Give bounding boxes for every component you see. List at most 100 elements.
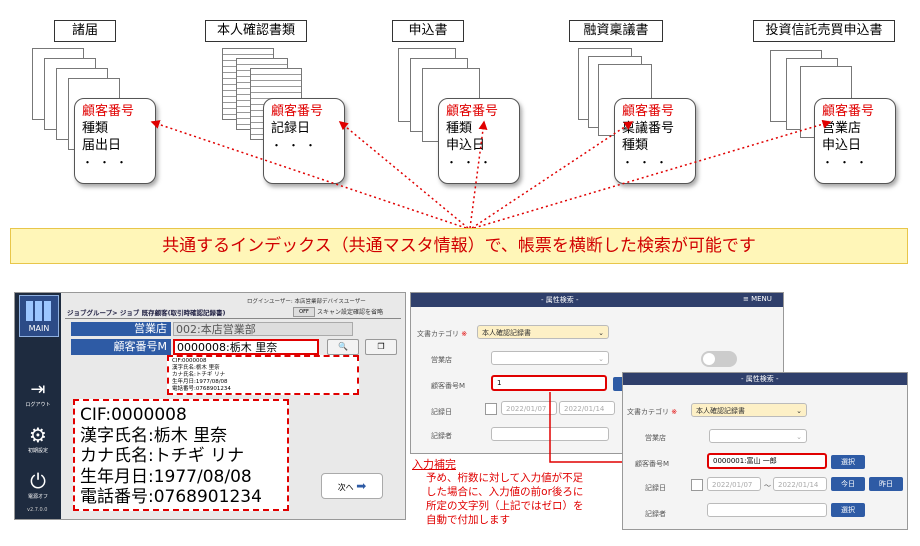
branch-label: 営業店	[431, 356, 452, 364]
search-panel-1: - 属性検索 - ≡ MENU 文書カテゴリ ※ 本人確認記録書⌄ 営業店 ⌄ …	[410, 292, 784, 454]
index-card-5: 顧客番号 営業店 申込日 ・・・	[814, 98, 896, 184]
card-line: 稟議番号	[622, 121, 675, 136]
card-line: 申込日	[822, 138, 862, 153]
recorder-select-button[interactable]: 選択	[831, 503, 865, 517]
version-text: v2.7.0.0	[27, 507, 48, 513]
app-screen: MAIN ⇥ ログアウト ⚙ 初期設定 ⏻ 電源オフ v2.7.0.0 ログイン…	[14, 292, 406, 520]
logout-button[interactable]: ⇥ ログアウト	[21, 379, 55, 415]
record-date-label: 記録日	[431, 408, 452, 416]
big-line: 生年月日:1977/08/08	[80, 466, 252, 487]
today-button[interactable]: 今日	[831, 477, 865, 491]
yesterday-button[interactable]: 昨日	[869, 477, 903, 491]
grid-icon	[26, 301, 52, 321]
date-to-input[interactable]: 2022/01/14	[773, 477, 827, 491]
record-date-checkbox[interactable]	[485, 403, 497, 415]
date-from-input[interactable]: 2022/01/07	[501, 401, 557, 415]
card-line: ・・・	[622, 156, 673, 169]
main-menu-button[interactable]: MAIN	[19, 295, 59, 337]
chevron-down-icon: ⌄	[796, 407, 802, 415]
mini-detail-box: CIF:0000008 漢字氏名:栃木 里奈 カナ氏名:トチギ リナ 生年月日:…	[167, 355, 359, 395]
note-body: 予め、桁数に対して入力値が不足 した場合に、入力値の前or後ろに 所定の文字列（…	[426, 471, 584, 527]
tilde-separator: 〜	[764, 482, 771, 490]
card-line: ・・・	[82, 156, 133, 169]
mini-line: 生年月日:1977/08/08	[172, 379, 228, 385]
branch-select[interactable]: ⌄	[491, 351, 609, 365]
next-button[interactable]: 次へ ➡	[321, 473, 383, 499]
login-user-text: ログインユーザー: 本店営業部デバイスユーザー	[247, 299, 366, 305]
card-line: 種類	[446, 121, 473, 136]
doc-category-label: 文書カテゴリ ※	[627, 408, 678, 416]
select-button[interactable]: 選択	[831, 455, 865, 469]
menu-button[interactable]: ≡ MENU	[743, 295, 772, 303]
doc-category-select[interactable]: 本人確認記録書⌄	[691, 403, 807, 417]
chevron-down-icon: ⌄	[598, 329, 604, 337]
card-line: 種類	[82, 121, 109, 136]
recorder-input[interactable]	[707, 503, 827, 517]
main-label: MAIN	[28, 324, 50, 333]
panel2-title: - 属性検索 -	[741, 375, 779, 383]
record-date-checkbox[interactable]	[691, 479, 703, 491]
search-panel-2: - 属性検索 - 文書カテゴリ ※ 本人確認記録書⌄ 営業店 ⌄ 顧客番号M 0…	[622, 372, 908, 530]
card-line: ・・・	[446, 156, 497, 169]
settings-button[interactable]: ⚙ 初期設定	[21, 423, 55, 459]
doc-category-select[interactable]: 本人確認記録書⌄	[477, 325, 609, 339]
recorder-label: 記録者	[645, 510, 666, 518]
branch-select[interactable]: ⌄	[709, 429, 807, 443]
cust-input[interactable]: 0000001:富山 一郎	[707, 453, 827, 469]
date-to: 2022/01/14	[778, 481, 819, 489]
card-line: ・・・	[271, 139, 322, 152]
scan-toggle[interactable]: OFF	[293, 307, 315, 317]
date-from: 2022/01/07	[712, 481, 753, 489]
doc-label-id-docs: 本人確認書類	[205, 20, 307, 42]
big-line: カナ氏名:トチギ リナ	[80, 446, 245, 466]
index-card-4: 顧客番号 稟議番号 種類 ・・・	[614, 98, 696, 184]
doc-category-label: 文書カテゴリ ※	[417, 330, 468, 338]
copy-button[interactable]: ❐	[365, 339, 397, 355]
search-icon: 🔍	[338, 342, 348, 351]
index-card-2: 顧客番号 記録日 ・・・	[263, 98, 345, 184]
cust-label: 顧客番号M	[71, 339, 171, 355]
index-card-1: 顧客番号 種類 届出日 ・・・	[74, 98, 156, 184]
cust-value: 0000001:富山 一郎	[713, 457, 777, 465]
panel1-toggle[interactable]	[701, 351, 737, 367]
note-title: 入力補完	[412, 458, 456, 471]
cust-value: 1	[497, 379, 502, 387]
toggle-knob	[703, 353, 715, 365]
cust-input[interactable]: 0000008:栃木 里奈	[173, 339, 319, 355]
cust-label: 顧客番号M	[431, 382, 466, 390]
branch-value: 002:本店営業部	[173, 322, 353, 336]
card-line: 種類	[622, 138, 649, 153]
date-to-input[interactable]: 2022/01/14	[559, 401, 615, 415]
copy-icon: ❐	[377, 342, 385, 351]
recorder-label: 記録者	[431, 432, 452, 440]
card-line: 顧客番号	[446, 104, 499, 119]
card-line: 届出日	[82, 138, 122, 153]
card-line: 顧客番号	[822, 104, 875, 119]
scan-setting-text: スキャン設定確認を省略	[317, 309, 384, 316]
record-date-label: 記録日	[645, 484, 666, 492]
branch-label: 営業店	[645, 434, 666, 442]
search-button[interactable]: 🔍	[327, 339, 359, 355]
mini-line: カナ氏名:トチギ リナ	[172, 372, 226, 378]
breadcrumb: ジョブグループ> ジョブ 既存顧客(取引時確認記録書)	[67, 309, 226, 317]
power-button[interactable]: ⏻ 電源オフ	[21, 469, 55, 505]
note-line: した場合に、入力値の前or後ろに	[426, 486, 584, 498]
doc-label-shodoke: 諸届	[54, 20, 116, 42]
date-to: 2022/01/14	[564, 405, 605, 413]
chevron-down-icon: ⌄	[796, 433, 802, 441]
doc-label-fund: 投資信託売買申込書	[753, 20, 895, 42]
index-arrows	[150, 119, 832, 229]
mini-line: CIF:0000008	[172, 358, 207, 364]
date-from: 2022/01/07	[506, 405, 547, 413]
doc-label-application: 申込書	[392, 20, 464, 42]
arrow-right-icon: ➡	[356, 479, 367, 493]
date-from-input[interactable]: 2022/01/07	[707, 477, 761, 491]
banner-message: 共通するインデックス（共通マスタ情報）で、帳票を横断した検索が可能です	[10, 228, 908, 264]
branch-label: 営業店	[71, 322, 171, 336]
index-card-3: 顧客番号 種類 申込日 ・・・	[438, 98, 520, 184]
card-line: 営業店	[822, 121, 862, 136]
panel2-header	[623, 373, 907, 385]
card-line: 顧客番号	[271, 104, 324, 119]
next-label: 次へ	[337, 483, 354, 492]
cust-input[interactable]: 1	[491, 375, 607, 391]
